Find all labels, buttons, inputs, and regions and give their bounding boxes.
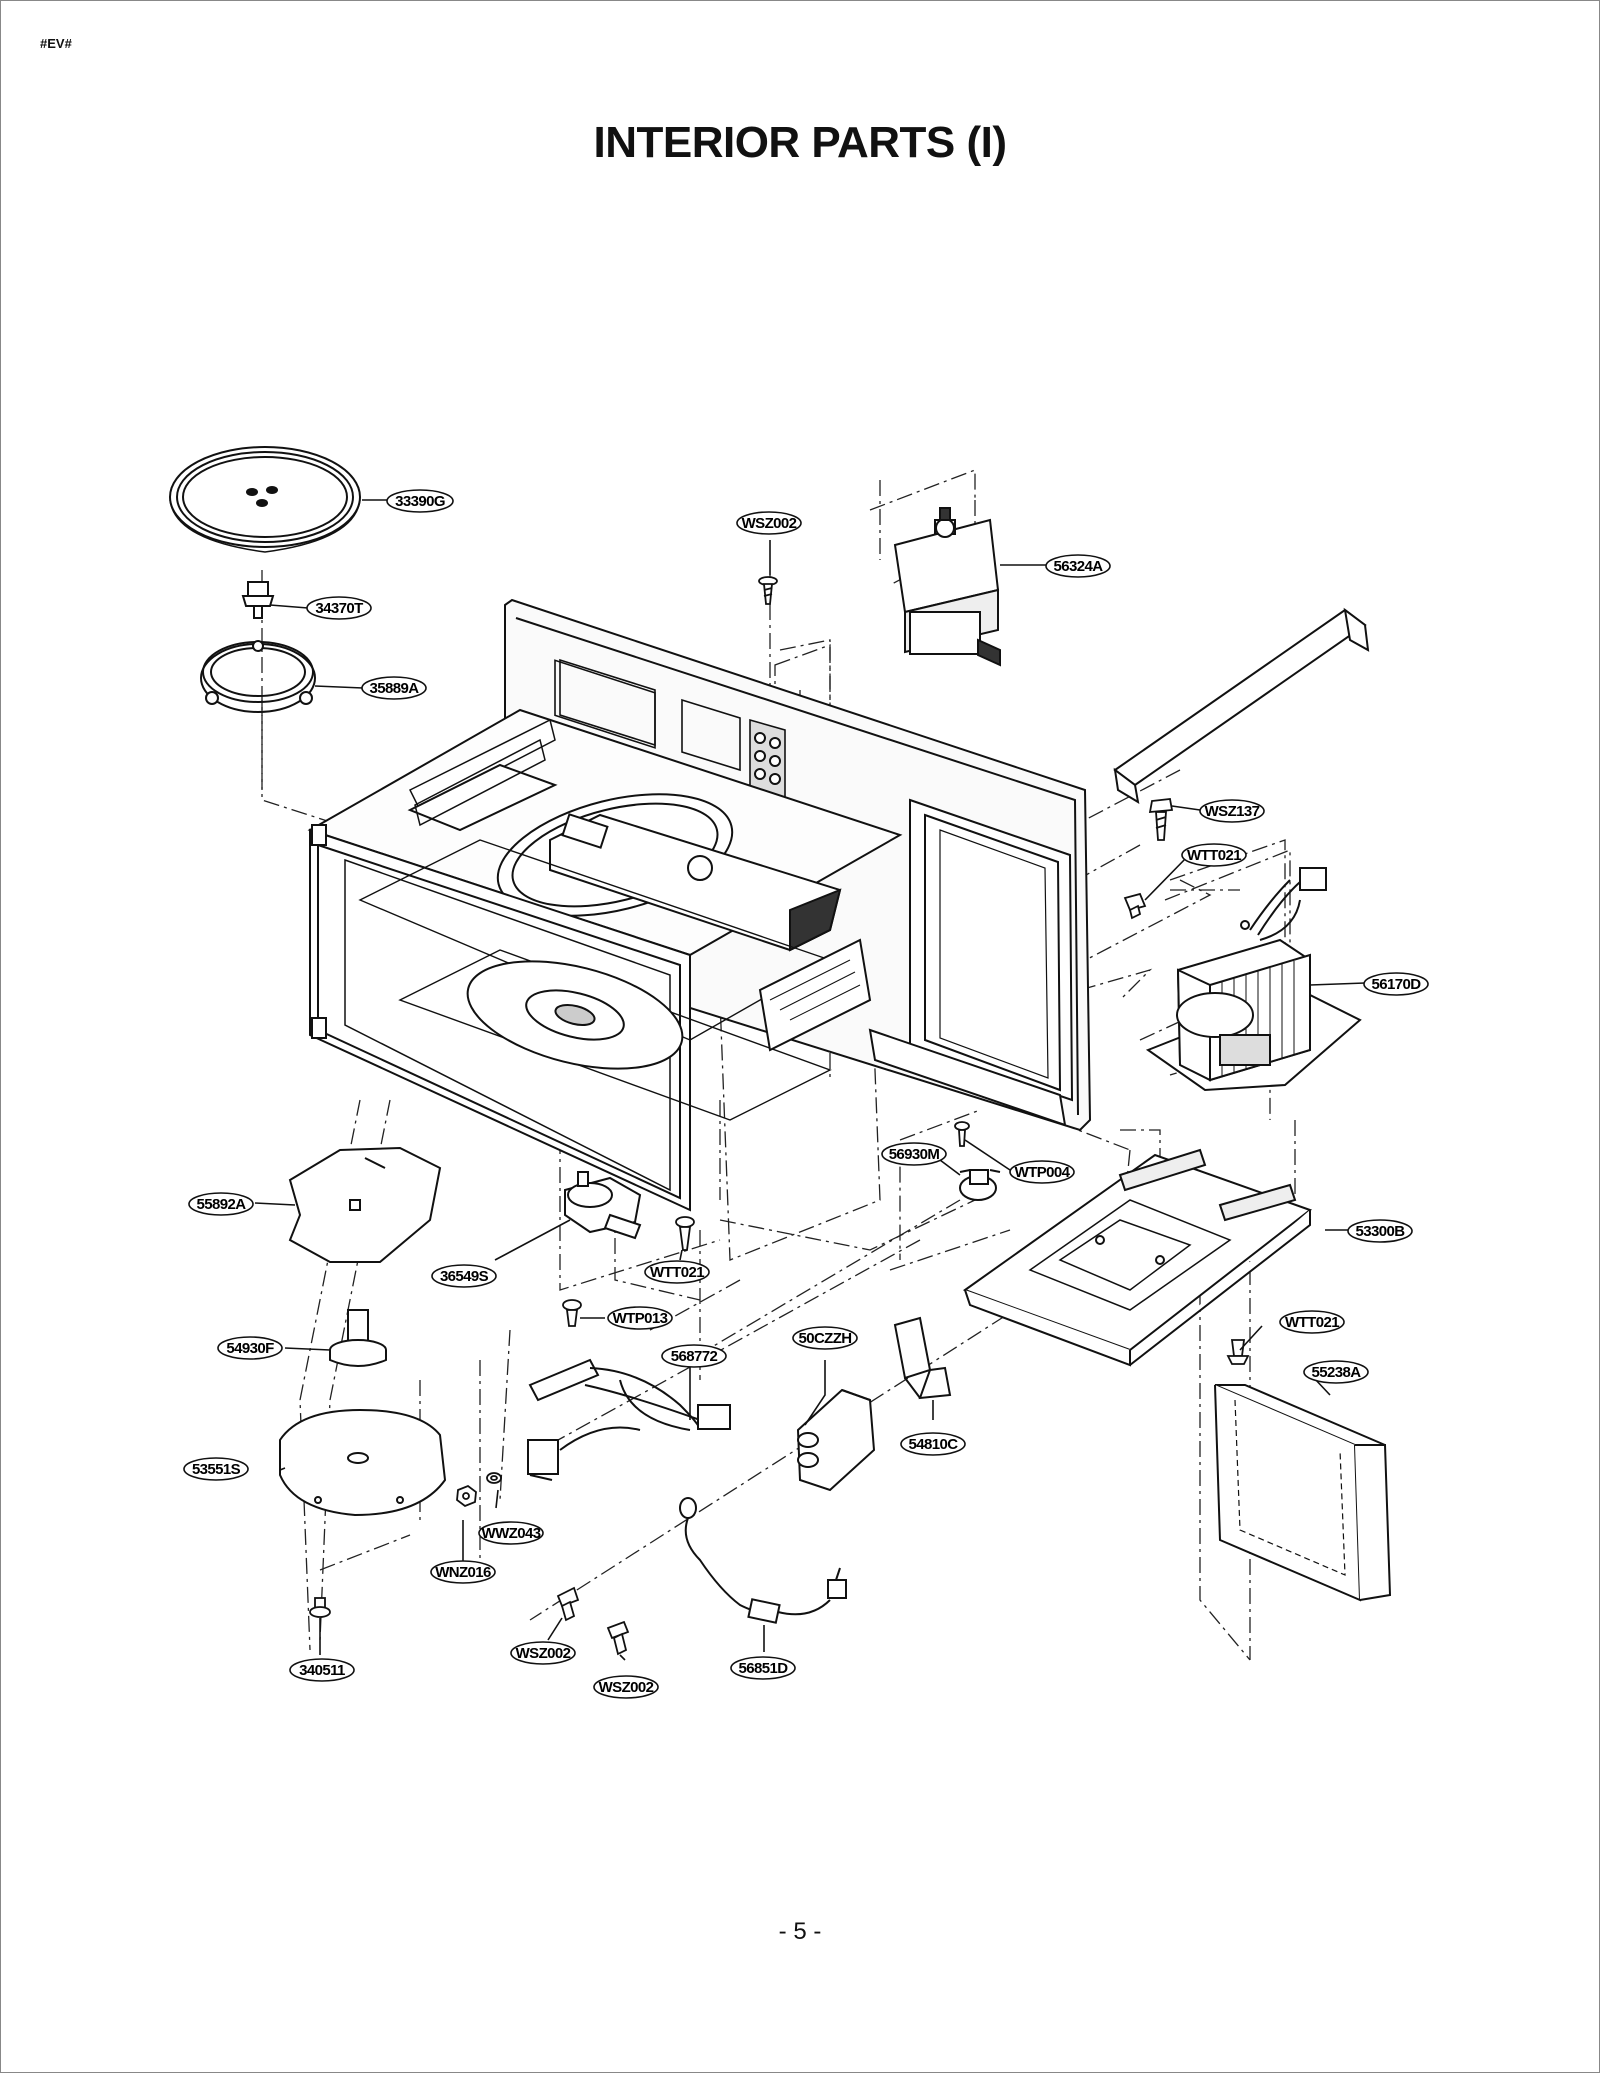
callout-36549S: 36549S <box>431 1264 497 1288</box>
callout-label: WSZ002 <box>516 1645 571 1662</box>
callout-label: WSZ002 <box>599 1679 654 1696</box>
callout-label: 35889A <box>370 680 420 697</box>
turntable-motor <box>564 1171 642 1240</box>
transformer-lead-wire <box>1240 867 1327 941</box>
screw <box>1226 1339 1250 1365</box>
screw <box>758 576 778 605</box>
wire-harness <box>527 1358 731 1481</box>
callout-label: WTT021 <box>1285 1314 1339 1331</box>
hv-capacitor <box>796 1388 876 1492</box>
screw <box>675 1216 695 1251</box>
stirrer-blade <box>288 1146 442 1263</box>
callout-label: 53551S <box>192 1461 241 1478</box>
coupler <box>241 581 275 619</box>
callout-54930F: 54930F <box>217 1336 283 1360</box>
callout-35889A: 35889A <box>361 676 427 700</box>
callout-WTT021: WTT021 <box>1181 843 1247 867</box>
callout-WTP013: WTP013 <box>607 1306 673 1330</box>
callout-label: WTT021 <box>650 1264 704 1281</box>
callout-label: 56324A <box>1054 558 1104 575</box>
pivot-pin <box>309 1597 331 1618</box>
callout-54810C: 54810C <box>900 1432 966 1456</box>
washer <box>486 1472 502 1484</box>
callout-label: 33390G <box>395 493 445 510</box>
screw <box>606 1620 630 1656</box>
callout-33390G: 33390G <box>386 489 454 513</box>
nut <box>456 1484 477 1508</box>
callout-label: WTP013 <box>613 1310 668 1327</box>
callout-label: WNZ016 <box>435 1564 491 1581</box>
thermal-fuse <box>679 1497 847 1624</box>
stirrer-shaft <box>329 1309 387 1367</box>
callout-34370T: 34370T <box>306 596 372 620</box>
callout-label: WTT021 <box>1187 847 1241 864</box>
callout-label: 55238A <box>1312 1364 1362 1381</box>
callout-WNZ016: WNZ016 <box>430 1560 496 1584</box>
page-number: - 5 - <box>778 1918 822 1945</box>
callout-56851D: 56851D <box>730 1656 796 1680</box>
callout-WSZ002: WSZ002 <box>593 1675 659 1699</box>
turntable-tray <box>169 446 361 553</box>
callout-label: WWZ043 <box>482 1525 541 1542</box>
callout-label: 54930F <box>226 1340 274 1357</box>
capacitor-bracket <box>893 1316 952 1400</box>
screw <box>1148 798 1174 841</box>
callout-label: 50CZZH <box>798 1330 851 1347</box>
document-code: #EV# <box>40 36 72 51</box>
roller-ring <box>200 640 316 713</box>
magnetron <box>893 507 1001 667</box>
callout-53551S: 53551S <box>183 1457 249 1481</box>
leader-lines <box>254 499 1366 1661</box>
callout-WSZ137: WSZ137 <box>1199 799 1265 823</box>
callout-568772: 568772 <box>661 1344 727 1368</box>
callout-55892A: 55892A <box>188 1192 254 1216</box>
screw <box>954 1121 970 1147</box>
callout-label: 56851D <box>739 1660 789 1677</box>
callout-label: 56930M <box>889 1146 940 1163</box>
side-panel <box>1214 1384 1392 1602</box>
thermostat <box>959 1169 1001 1201</box>
callout-label: WSZ137 <box>1205 803 1260 820</box>
oven-cavity <box>307 598 1092 1212</box>
callout-WTT021: WTT021 <box>644 1260 710 1284</box>
callout-WTT021: WTT021 <box>1279 1310 1345 1334</box>
callout-WSZ002: WSZ002 <box>510 1641 576 1665</box>
callout-WTP004: WTP004 <box>1009 1160 1075 1184</box>
vent-grille-left <box>414 738 546 827</box>
callout-label: WSZ002 <box>742 515 797 532</box>
callout-label: 55892A <box>197 1196 247 1213</box>
callout-50CZZH: 50CZZH <box>792 1326 858 1350</box>
callout-label: 54810C <box>909 1436 959 1453</box>
callout-label: 34370T <box>315 600 363 617</box>
callout-label: WTP004 <box>1015 1164 1071 1181</box>
callout-56170D: 56170D <box>1363 972 1429 996</box>
screw <box>562 1299 582 1327</box>
callout-label: 53300B <box>1356 1223 1406 1240</box>
callout-340511: 340511 <box>289 1658 355 1682</box>
screw <box>1123 892 1147 920</box>
page-title: INTERIOR PARTS (I) <box>593 118 1007 167</box>
mounting-rail <box>1113 607 1370 804</box>
callout-label: 340511 <box>299 1662 345 1679</box>
base-plate <box>962 1148 1313 1367</box>
callout-WSZ002: WSZ002 <box>736 511 802 535</box>
screw <box>556 1586 580 1622</box>
callout-55238A: 55238A <box>1303 1360 1369 1384</box>
callout-label: 568772 <box>671 1348 718 1365</box>
callout-label: 56170D <box>1372 976 1422 993</box>
callout-56324A: 56324A <box>1045 554 1111 578</box>
hv-transformer <box>1145 938 1362 1092</box>
callout-56930M: 56930M <box>881 1142 947 1166</box>
callout-53300B: 53300B <box>1347 1219 1413 1243</box>
callout-WWZ043: WWZ043 <box>478 1521 544 1545</box>
stirrer-plate <box>279 1408 447 1517</box>
callout-label: 36549S <box>440 1268 489 1285</box>
